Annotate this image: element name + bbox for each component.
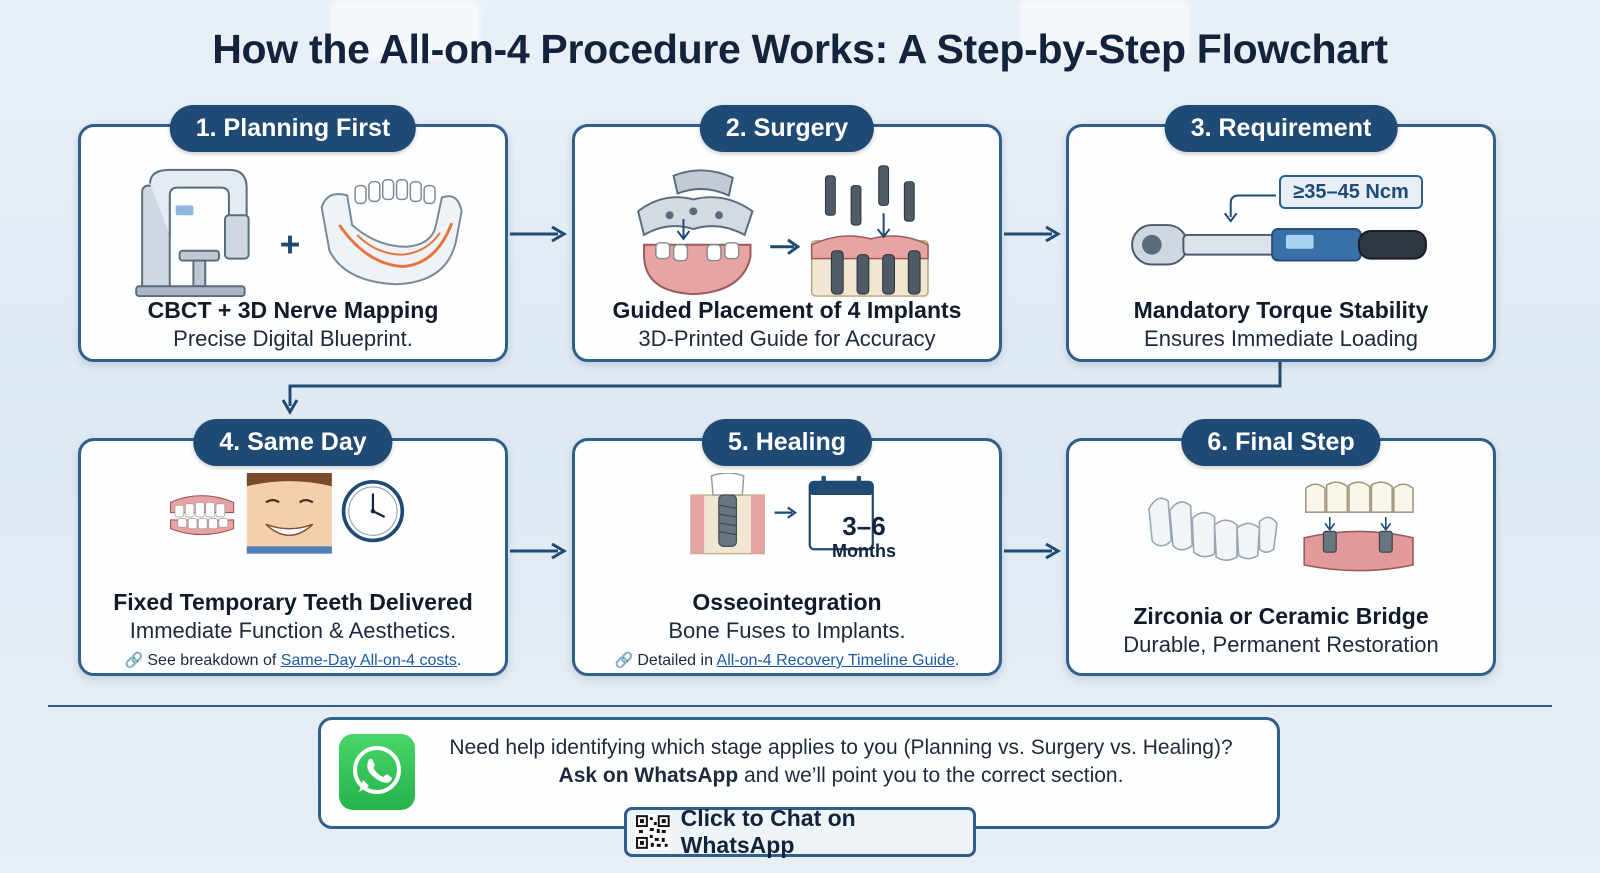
step-title: Mandatory Torque Stability [1069,297,1493,324]
torque-illustration [1069,155,1493,305]
link-suffix: . [457,652,461,669]
cta-rest-text: and we’ll point you to the correct secti… [738,764,1123,787]
step-card-requirement: 3. Requirement ≥35–45 Ncm Mandatory Torq… [1066,124,1496,362]
step-subtitle: Bone Fuses to Implants. [575,618,999,644]
cta-bold-text: Ask on WhatsApp [559,764,739,787]
cbct-scanner-icon [136,170,248,296]
jaw-nerve-map-icon [322,180,462,285]
page-title: How the All-on-4 Procedure Works: A Step… [0,26,1600,73]
step-badge: 3. Requirement [1165,105,1398,152]
step-subtitle: Durable, Permanent Restoration [1069,632,1493,658]
step-title: Guided Placement of 4 Implants [575,297,999,324]
link-prefix: See breakdown of [147,652,280,669]
torque-wrench-icon [1132,195,1426,264]
step-title: Zirconia or Ceramic Bridge [1069,603,1493,630]
cta-question: Need help identifying which stage applie… [421,736,1261,760]
smiling-face-icon [247,473,332,554]
step-card-surgery: 2. Surgery Guided Placement o [572,124,1002,362]
step-link-row: 🔗See breakdown of Same-Day All-on-4 cost… [81,651,505,670]
step-subtitle: Immediate Function & Aesthetics. [81,618,505,644]
cta-instruction: Ask on WhatsApp and we’ll point you to t… [421,764,1261,788]
link-icon: 🔗 [615,652,634,669]
final-illustration [1069,477,1493,597]
step-subtitle: Precise Digital Blueprint. [81,326,505,352]
step-badge: 1. Planning First [170,105,416,152]
step-card-planning: 1. Planning First + CBCT + 3D Nerve Mapp… [78,124,508,362]
step-card-healing: 5. Healing 3–6 Months Osseointegration B… [572,438,1002,676]
step-badge: 6. Final Step [1181,419,1380,466]
same-day-costs-link[interactable]: Same-Day All-on-4 costs [281,652,457,669]
same-day-illustration [81,473,505,583]
bridge-on-implants-icon [1304,482,1413,570]
step-card-final: 6. Final Step Zirconia or Ce [1066,438,1496,676]
step-card-same-day: 4. Same Day Fixed Tem [78,438,508,676]
step-badge: 4. Same Day [193,419,392,466]
section-divider [48,705,1552,707]
healing-illustration [575,473,999,583]
flow-connector-down [280,360,1290,416]
flow-arrow-right [508,541,568,561]
step-subtitle: 3D-Printed Guide for Accuracy [575,326,999,352]
step-subtitle: Ensures Immediate Loading [1069,326,1493,352]
surgical-guide-icon [638,170,752,294]
arrow-icon [775,507,796,517]
calendar-unit: Months [821,541,907,562]
ceramic-bridge-icon [1149,498,1277,560]
chat-on-whatsapp-button[interactable]: Click to Chat on WhatsApp [624,807,976,857]
step-title: Fixed Temporary Teeth Delivered [81,589,505,616]
implants-in-gum-icon [812,166,928,296]
link-prefix: Detailed in [637,652,716,669]
link-suffix: . [955,652,959,669]
chat-button-label: Click to Chat on WhatsApp [681,805,973,859]
link-icon: 🔗 [125,652,144,669]
plus-icon: + [280,225,301,265]
svg-text:+: + [280,225,301,265]
implant-in-bone-icon [691,473,764,554]
step-title: CBCT + 3D Nerve Mapping [81,297,505,324]
calendar-value: 3–6 [821,511,907,542]
arrow-icon [770,240,798,254]
flow-arrow-right [1002,224,1062,244]
surgery-illustration [575,155,999,305]
flow-arrow-right [508,224,568,244]
step-link-row: 🔗Detailed in All-on-4 Recovery Timeline … [575,651,999,670]
qr-code-icon [635,814,671,850]
step-badge: 2. Surgery [700,105,874,152]
clock-icon [344,482,403,541]
denture-icon [171,496,234,535]
whatsapp-icon[interactable] [339,734,415,810]
planning-illustration: + [81,155,505,305]
recovery-timeline-link[interactable]: All-on-4 Recovery Timeline Guide [717,652,955,669]
flow-arrow-right [1002,541,1062,561]
step-badge: 5. Healing [702,419,872,466]
step-title: Osseointegration [575,589,999,616]
